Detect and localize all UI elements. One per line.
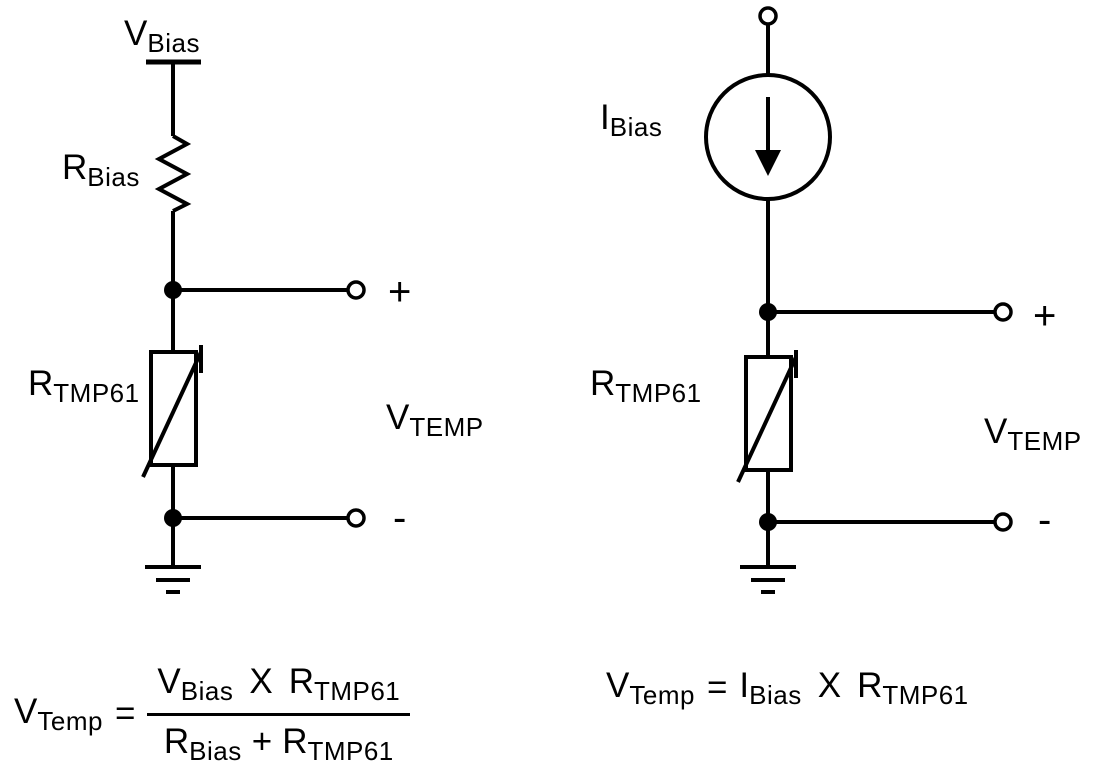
vtemp-main: V: [386, 398, 410, 437]
formula-lhs: VTemp: [14, 692, 103, 737]
rtmp61-right-label: RTMP61: [590, 366, 702, 406]
multiply-sign: X: [249, 662, 273, 701]
multiply-sign: X: [817, 666, 842, 705]
rtmp61-main: R: [590, 364, 616, 403]
vtemp-left-label: VTEMP: [386, 400, 484, 440]
rbias-main: R: [62, 148, 88, 187]
vbias-main: V: [124, 14, 148, 53]
terminal-plus-icon: [346, 280, 366, 300]
minus-sign-right: -: [1038, 498, 1052, 542]
vtemp-right-label: VTEMP: [984, 414, 1082, 454]
vtemp-sub: TEMP: [409, 412, 484, 442]
plus-sign-left: +: [388, 270, 412, 314]
rtmp61-left-label: RTMP61: [28, 366, 140, 406]
terminal-top-icon: [758, 6, 778, 26]
arrow-down-icon: [755, 150, 781, 176]
ibias-sub: Bias: [609, 112, 663, 142]
terminal-minus-icon: [346, 508, 366, 528]
plus-operator: +: [251, 722, 273, 762]
rbias-sub: Bias: [87, 162, 140, 192]
vbias-label: VBias: [124, 16, 200, 56]
vtemp-sub: TEMP: [1007, 426, 1082, 456]
current-source-icon: [704, 73, 832, 201]
fraction-denominator: RBias+RTMP61: [163, 722, 394, 767]
rtmp61-sub: TMP61: [53, 378, 140, 408]
ibias-label: IBias: [600, 100, 662, 140]
rbias-label: RBias: [62, 150, 140, 190]
thermistor-icon: [141, 345, 203, 478]
ibias-main: I: [600, 98, 610, 137]
plus-sign-right: +: [1033, 294, 1057, 338]
left-circuit: [141, 59, 366, 594]
resistor-icon: [154, 134, 192, 213]
terminal-minus-icon: [993, 512, 1013, 532]
terminal-plus-icon: [993, 302, 1013, 322]
minus-sign-left: -: [393, 496, 407, 540]
vbias-sub: Bias: [147, 28, 200, 58]
rtmp61-main: R: [28, 364, 54, 403]
equals-sign: =: [114, 694, 136, 734]
vtemp-main: V: [984, 412, 1008, 451]
formula-lhs: VTemp: [606, 666, 695, 710]
right-circuit: [704, 6, 1013, 594]
ground-icon: [740, 565, 796, 594]
ground-icon: [145, 565, 201, 594]
thermistor-icon: [736, 350, 798, 483]
rtmp61-sub: TMP61: [615, 378, 702, 408]
equals-sign: =: [706, 668, 728, 708]
